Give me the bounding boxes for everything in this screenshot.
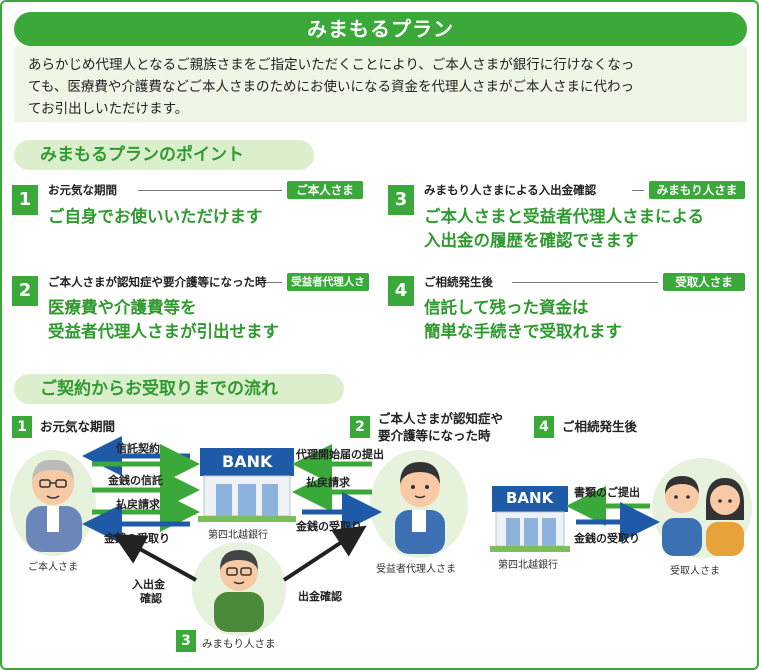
person-receiver-label: 受取人さま	[670, 566, 720, 577]
point-1-number: 1	[12, 185, 38, 215]
point-1-tag: ご本人さま	[287, 181, 363, 199]
arrow-check-self	[112, 534, 197, 582]
flow-step-3-number: 3	[176, 630, 196, 652]
receivers-icon	[662, 476, 744, 556]
bank-sign-2: BANK	[506, 489, 554, 507]
guardian-man-icon	[214, 550, 264, 632]
label-check-2: 確認	[140, 592, 162, 605]
point-2-heading: ご本人さまが認知症や要介護等になった時	[48, 275, 267, 289]
intro-text: あらかじめ代理人となるご親族さまをご指定いただくことにより、ご本人さまが銀行に行…	[14, 46, 747, 122]
flow-step-2-label-2: 要介護等になった時	[378, 428, 491, 443]
label-withdraw-request-2: 払戻請求	[306, 476, 350, 489]
point-2-main-1: 医療費や介護費等を	[48, 298, 197, 317]
point-2-rule	[266, 282, 282, 283]
label-trust-contract: 信託契約	[116, 442, 160, 455]
arrow-check-agent	[282, 525, 367, 582]
flow-step-3-label: みまもり人さま	[202, 638, 276, 650]
label-check-1: 入出金	[132, 578, 165, 591]
person-self-label: ご本人さま	[28, 562, 78, 573]
points-heading: みまもるプランのポイント	[14, 140, 314, 170]
point-3-heading: みまもり人さまによる入出金確認	[424, 183, 597, 197]
flow-step-1-label: お元気な期間	[40, 419, 116, 434]
label-check-out: 出金確認	[298, 590, 342, 603]
label-agent-start: 代理開始届の提出	[296, 448, 384, 461]
point-4-main-1: 信託して残った資金は	[424, 298, 589, 317]
point-3-tag: みまもり人さま	[649, 181, 745, 199]
flow-step-2-label-1: ご本人さまが認知症や	[378, 411, 504, 426]
bank-building-icon-2	[490, 486, 570, 552]
point-3-main-2: 入出金の履歴を確認できます	[424, 231, 639, 250]
label-money-receive-3: 金銭の受取り	[574, 532, 640, 545]
flow-step-2-number: 2	[350, 416, 370, 438]
bank-sign-1: BANK	[222, 452, 273, 471]
point-1-heading: お元気な期間	[48, 183, 117, 197]
intro-line-2: ても、医療費や介護費などご本人さまのためにお使いになる資金を代理人さまがご本人さ…	[28, 79, 635, 95]
label-documents: 書類のご提出	[574, 486, 640, 499]
point-3-rule	[632, 190, 644, 191]
bank-name-2: 第四北越銀行	[498, 560, 558, 571]
agent-man-icon	[395, 462, 445, 554]
point-4-number: 4	[388, 276, 414, 306]
flow-step-1-number: 1	[12, 416, 32, 438]
bank-building-icon-1	[198, 448, 296, 522]
flow-step-4-number: 4	[534, 416, 554, 438]
point-2-number: 2	[12, 276, 38, 306]
point-1-main: ご自身でお使いいただけます	[48, 207, 263, 226]
intro-line-3: てお引出しいただけます。	[28, 101, 189, 117]
label-money-receive-1: 金銭の受取り	[104, 532, 170, 545]
point-4-rule	[512, 282, 658, 283]
label-withdraw-request-1: 払戻請求	[116, 498, 160, 511]
point-3-main-1: ご本人さまと受益者代理人さまによる	[424, 207, 705, 226]
point-4-tag: 受取人さま	[663, 273, 745, 291]
flow-heading: ご契約からお受取りまでの流れ	[14, 374, 344, 404]
label-money-receive-2: 金銭の受取り	[296, 520, 362, 533]
point-1-rule	[138, 190, 282, 191]
point-3-number: 3	[388, 185, 414, 215]
point-2-main-2: 受益者代理人さまが引出せます	[48, 322, 279, 341]
person-agent-label: 受益者代理人さま	[376, 564, 456, 575]
elderly-man-icon	[26, 459, 82, 552]
intro-line-1: あらかじめ代理人となるご親族さまをご指定いただくことにより、ご本人さまが銀行に行…	[28, 57, 635, 73]
flow-step-4-label: ご相続発生後	[562, 419, 638, 434]
label-trust-money: 金銭の信託	[108, 474, 163, 487]
point-4-heading: ご相続発生後	[424, 275, 493, 289]
bank-name-1: 第四北越銀行	[208, 530, 268, 541]
point-2-tag: 受益者代理人さま	[287, 273, 369, 306]
point-4-main-2: 簡単な手続きで受取れます	[424, 322, 622, 341]
page-title: みまもるプラン	[14, 12, 747, 46]
